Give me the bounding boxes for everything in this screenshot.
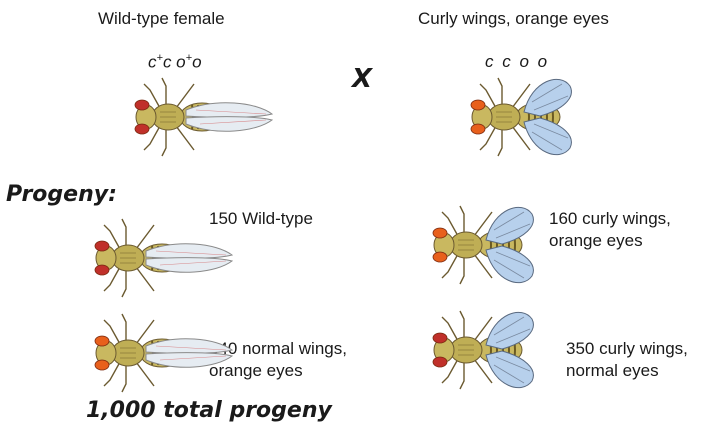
- fly-parent-wild-type: [126, 72, 282, 162]
- parent-left-title: Wild-type female: [98, 8, 225, 30]
- progeny-label-curly-normal: 350 curly wings, normal eyes: [566, 338, 688, 382]
- parent-right-title: Curly wings, orange eyes: [418, 8, 609, 30]
- fly-parent-curly-orange: [462, 72, 618, 162]
- fly-progeny-normal-orange: [86, 308, 242, 398]
- cross-symbol: X: [352, 64, 372, 94]
- parent-right-genotype: c c o o: [485, 52, 549, 72]
- fly-progeny-wild-type: [86, 213, 242, 303]
- fly-progeny-curly-normal: [424, 305, 580, 395]
- progeny-heading: Progeny:: [6, 182, 117, 207]
- fly-progeny-curly-orange: [424, 200, 580, 290]
- total-progeny: 1,000 total progeny: [86, 398, 332, 423]
- parent-left-genotype: c+c o+o: [148, 52, 202, 73]
